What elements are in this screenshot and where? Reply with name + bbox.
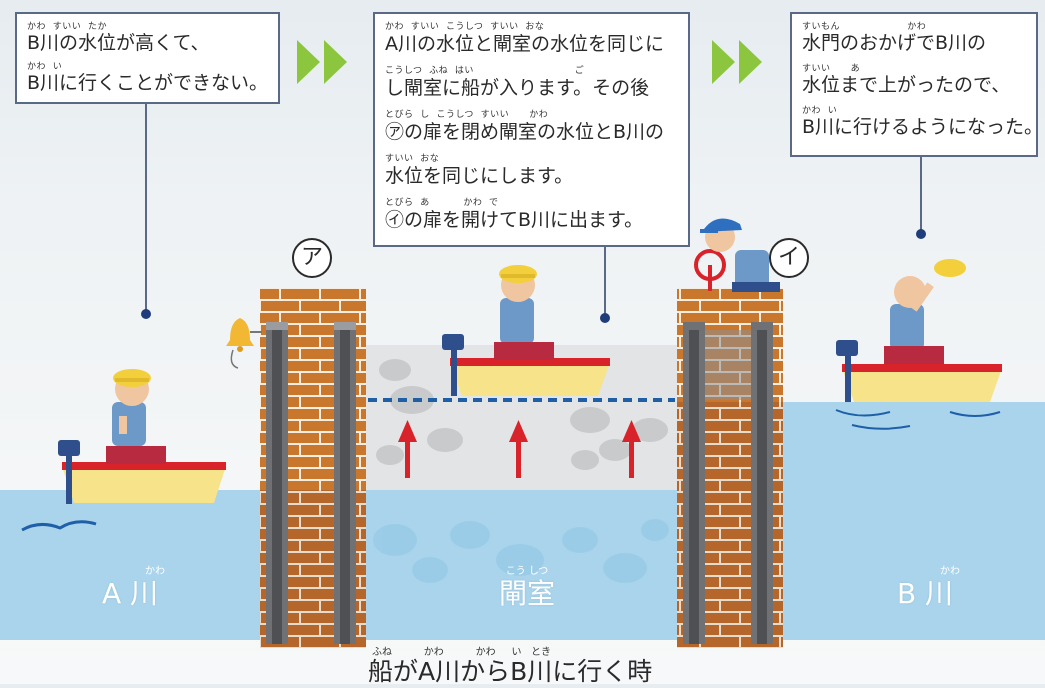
callout-text: ㋑の扉を開けてB川に出ます。 bbox=[385, 209, 644, 231]
callout-pointer-lock bbox=[600, 247, 610, 323]
callout-b-river: すいもん かわ 水門のおかげでB川の すいい あ 水位まで上がったので、 かわ … bbox=[790, 12, 1044, 157]
callout-line: こうしつ ふね はい ご し閘室に船が入ります。その後 bbox=[385, 66, 688, 110]
next-step-arrow-2 bbox=[712, 40, 762, 84]
water-ripple bbox=[21, 520, 97, 532]
rising-water-arrow bbox=[398, 420, 417, 478]
gate-i-pillar bbox=[677, 288, 783, 648]
callout-a-river: かわ すいい たか B川の水位が高くて、 かわ い B川に行くことができない。 bbox=[15, 12, 280, 104]
callout-text: A川の水位と閘室の水位を同じに bbox=[385, 33, 664, 55]
rising-water-arrow bbox=[509, 420, 528, 478]
b-river-lower-water bbox=[783, 490, 1045, 640]
furigana: かわ い bbox=[27, 62, 63, 72]
gate-a-pillar bbox=[260, 288, 366, 648]
furigana: すいもん かわ bbox=[802, 22, 927, 32]
caption-furigana: ふね かわ かわ い とき bbox=[372, 647, 552, 658]
callout-line: とびら し こうしつ すいい かわ ㋐の扉を閉め閘室の水位とB川の bbox=[385, 110, 688, 154]
boat-lock-chamber bbox=[442, 265, 610, 396]
furigana: かわ すいい こうしつ すいい おな bbox=[385, 22, 545, 32]
furigana: すいい あ bbox=[802, 64, 861, 74]
furigana: かわ い bbox=[802, 106, 838, 116]
diagram-caption: 船がA川からB川に行く時 bbox=[368, 657, 653, 686]
callout-text: 水位を同じにします。 bbox=[385, 165, 574, 187]
a-river-label: A 川 bbox=[101, 577, 159, 610]
callout-text: し閘室に船が入ります。その後 bbox=[385, 77, 650, 99]
lock-chamber-furigana: こう しつ bbox=[505, 566, 549, 577]
a-river-furigana: かわ bbox=[145, 566, 165, 577]
callout-text: B川に行くことができない。 bbox=[27, 72, 269, 94]
callout-line: かわ すいい たか B川の水位が高くて、 bbox=[27, 22, 278, 62]
callout-line: すいもん かわ 水門のおかげでB川の bbox=[802, 22, 1036, 64]
gate-operator bbox=[694, 218, 780, 292]
callout-line: とびら あ かわ で ㋑の扉を開けてB川に出ます。 bbox=[385, 198, 688, 242]
gate-a-label: ア bbox=[292, 238, 332, 278]
callout-text: 水位まで上がったので、 bbox=[802, 74, 1011, 96]
callout-text: 水門のおかげでB川の bbox=[802, 32, 987, 54]
furigana: こうしつ ふね はい ご bbox=[385, 66, 585, 76]
next-step-arrow-1 bbox=[297, 40, 347, 84]
callout-pointer-a bbox=[141, 104, 151, 319]
callout-lock-chamber: かわ すいい こうしつ すいい おな A川の水位と閘室の水位を同じに こうしつ … bbox=[373, 12, 690, 247]
rising-water-arrow bbox=[622, 420, 641, 478]
callout-line: すいい おな 水位を同じにします。 bbox=[385, 154, 688, 198]
lock-chamber-water bbox=[365, 490, 677, 640]
callout-text: B川に行けるようになった。 bbox=[802, 116, 1044, 138]
callout-line: すいい あ 水位まで上がったので、 bbox=[802, 64, 1036, 106]
callout-text: B川の水位が高くて、 bbox=[27, 32, 210, 54]
bell-icon bbox=[226, 318, 262, 369]
boat-a-river bbox=[58, 369, 226, 504]
callout-line: かわ い B川に行くことができない。 bbox=[27, 62, 278, 102]
b-river-furigana: かわ bbox=[940, 566, 960, 577]
a-river-water bbox=[0, 490, 262, 640]
furigana: すいい おな bbox=[385, 154, 440, 164]
water-ripples-b bbox=[835, 409, 1001, 430]
callout-line: かわ い B川に行けるようになった。 bbox=[802, 106, 1044, 148]
furigana: とびら し こうしつ すいい かわ bbox=[385, 110, 549, 120]
callout-pointer-b bbox=[916, 157, 926, 239]
furigana: とびら あ かわ で bbox=[385, 198, 499, 208]
gate-i-label: イ bbox=[769, 238, 809, 278]
callout-line: かわ すいい こうしつ すいい おな A川の水位と閘室の水位を同じに bbox=[385, 22, 688, 66]
furigana: かわ すいい たか bbox=[27, 22, 107, 32]
chamber-stones bbox=[373, 519, 669, 583]
boat-b-river bbox=[836, 259, 1002, 402]
lock-chamber-label: 閘室 bbox=[498, 577, 555, 610]
chamber-wall-stones bbox=[376, 359, 668, 470]
b-river-label: B 川 bbox=[896, 577, 954, 610]
callout-text: ㋐の扉を閉め閘室の水位とB川の bbox=[385, 121, 665, 143]
